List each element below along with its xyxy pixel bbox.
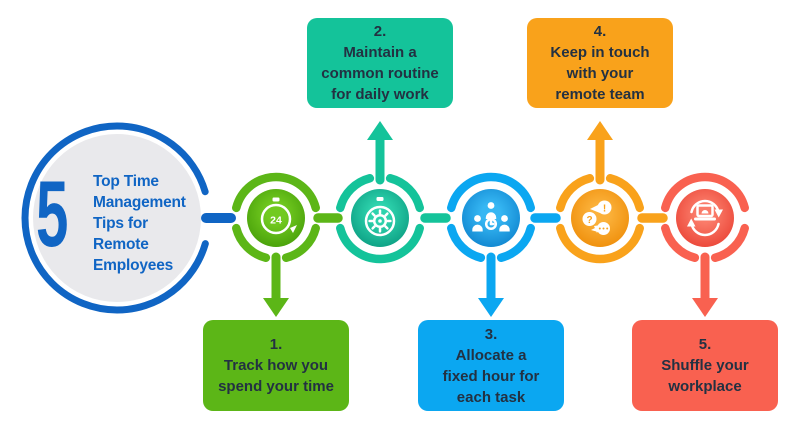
title-circle-fill bbox=[33, 134, 201, 302]
team-time-icon bbox=[472, 202, 510, 232]
step-1-icon-group: 24 bbox=[230, 172, 343, 317]
title-line: Tips for bbox=[93, 215, 148, 232]
title-line: Top Time bbox=[93, 173, 159, 190]
tip-box-4: 4. Keep in touch with your remote team bbox=[527, 18, 673, 108]
tip-number: 5. bbox=[698, 336, 712, 353]
tip-line: spend your time bbox=[218, 378, 334, 395]
step-disc bbox=[351, 189, 409, 247]
title-line: Remote bbox=[93, 236, 149, 253]
tip-line: Allocate a bbox=[455, 346, 527, 364]
tip-line: Maintain a bbox=[343, 44, 417, 61]
tip-line: for daily work bbox=[331, 86, 429, 103]
tip-box-3: 3. Allocate a fixed hour for each task bbox=[418, 320, 564, 411]
tip-line: common routine bbox=[321, 65, 439, 82]
step-5-icon-group bbox=[659, 172, 751, 317]
tip-line: Keep in touch bbox=[550, 44, 650, 61]
tip-line: fixed hour for bbox=[442, 367, 540, 385]
stopwatch-gear-icon bbox=[364, 197, 396, 237]
tip-line: remote team bbox=[555, 86, 645, 103]
step-ring bbox=[334, 172, 426, 264]
svg-text:?: ? bbox=[586, 215, 592, 226]
step-3-icon-group bbox=[445, 172, 561, 317]
svg-text:24: 24 bbox=[270, 215, 282, 227]
tip-number: 1. bbox=[269, 336, 283, 353]
tip-number: 3. bbox=[484, 325, 498, 343]
shuffle-workplace-icon bbox=[687, 199, 723, 237]
title-circle-ring bbox=[21, 122, 213, 314]
chat-bubbles-icon: ! ? bbox=[582, 200, 612, 235]
clock-24-icon: 24 bbox=[260, 197, 297, 235]
gear-spokes bbox=[368, 209, 392, 233]
step-4-icon-group: ! ? bbox=[554, 121, 668, 264]
page-title: Top Time Management Tips for Remote Empl… bbox=[93, 171, 205, 276]
tip-number: 2. bbox=[373, 23, 387, 40]
title-line: Management bbox=[93, 194, 186, 211]
step-ring bbox=[659, 172, 751, 264]
step-disc bbox=[571, 189, 629, 247]
step-ring bbox=[554, 172, 646, 264]
title-number: 5 bbox=[36, 161, 69, 266]
svg-text:!: ! bbox=[603, 204, 606, 215]
tip-number: 4. bbox=[593, 23, 607, 40]
tip-box-1: 1. Track how you spend your time bbox=[203, 320, 349, 411]
tip-line: Shuffle your bbox=[661, 357, 749, 374]
step-ring bbox=[445, 172, 537, 264]
tip-box-5: 5. Shuffle your workplace bbox=[632, 320, 778, 411]
title-circle bbox=[21, 122, 236, 314]
tip-line: workplace bbox=[668, 378, 742, 395]
tip-line: with your bbox=[566, 65, 634, 82]
title-line: Employees bbox=[93, 257, 174, 274]
tip-line: each task bbox=[456, 388, 526, 406]
step-ring bbox=[230, 172, 322, 264]
step-disc bbox=[247, 189, 305, 247]
tip-box-2: 2. Maintain a common routine for daily w… bbox=[307, 18, 453, 108]
step-2-icon-group bbox=[334, 121, 451, 264]
tip-line: Track how you bbox=[223, 357, 329, 374]
